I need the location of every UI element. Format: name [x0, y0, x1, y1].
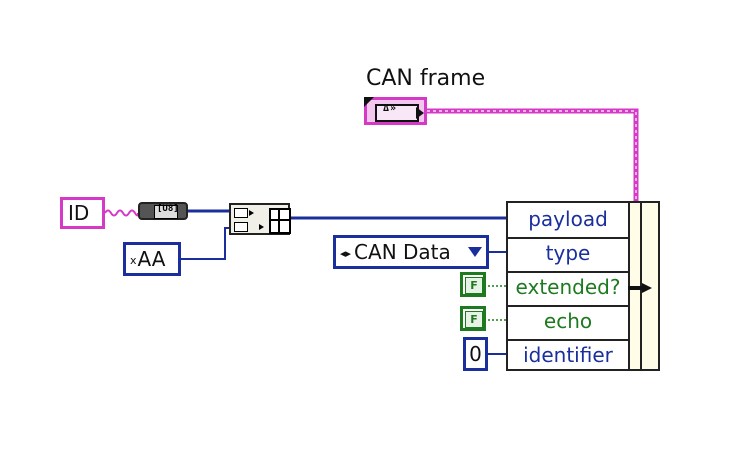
false-glyph: F — [465, 277, 483, 294]
hex-aa-constant[interactable]: xAA — [123, 242, 181, 276]
build-array-node[interactable] — [229, 203, 291, 235]
id-string-control[interactable]: ID — [60, 197, 105, 229]
id-label: ID — [68, 201, 90, 225]
input-arrow-icon — [416, 107, 424, 119]
string-to-byte-array-node[interactable]: [U8] — [138, 202, 188, 220]
echo-false-constant[interactable]: F — [460, 306, 486, 331]
aa-value: AA — [137, 247, 166, 271]
array-element-icon — [234, 222, 248, 232]
array-element-icon — [234, 208, 248, 218]
cluster-glyph-icon: Δ» — [375, 103, 419, 122]
can-frame-label: CAN frame — [366, 66, 486, 91]
arrow-icon — [259, 224, 264, 230]
bundle-row-echo[interactable]: echo — [508, 305, 628, 341]
bundle-row-extended[interactable]: extended? — [508, 271, 628, 307]
bundle-output-arrow-icon — [628, 283, 652, 293]
cluster-wire[interactable] — [427, 108, 639, 201]
dropdown-arrow-icon[interactable] — [468, 247, 482, 257]
numeric-wire-aa[interactable] — [181, 227, 229, 260]
bundle-row-type[interactable]: type — [508, 237, 628, 273]
can-frame-indicator[interactable]: Δ» — [364, 97, 427, 125]
increment-decrement-icon: ◂▸ — [340, 247, 352, 260]
can-data-enum-constant[interactable]: ◂▸CAN Data — [333, 235, 489, 269]
bundle-by-name-node[interactable]: payload type extended? echo identifier — [506, 201, 660, 371]
array-grid-icon — [269, 208, 291, 234]
arrow-icon — [249, 210, 254, 216]
indicator-corner-icon — [364, 97, 374, 107]
u8-array-icon: [U8] — [154, 204, 179, 219]
string-wire-id[interactable] — [104, 209, 139, 217]
identifier-zero-constant[interactable]: 0 — [463, 337, 488, 371]
extended-false-constant[interactable]: F — [460, 272, 486, 297]
bundle-row-identifier[interactable]: identifier — [523, 343, 613, 367]
enum-value: CAN Data — [354, 240, 451, 264]
zero-value: 0 — [469, 342, 482, 366]
bundle-row-payload[interactable]: payload — [508, 203, 628, 239]
radix-indicator: x — [130, 254, 137, 267]
false-glyph: F — [465, 311, 483, 328]
